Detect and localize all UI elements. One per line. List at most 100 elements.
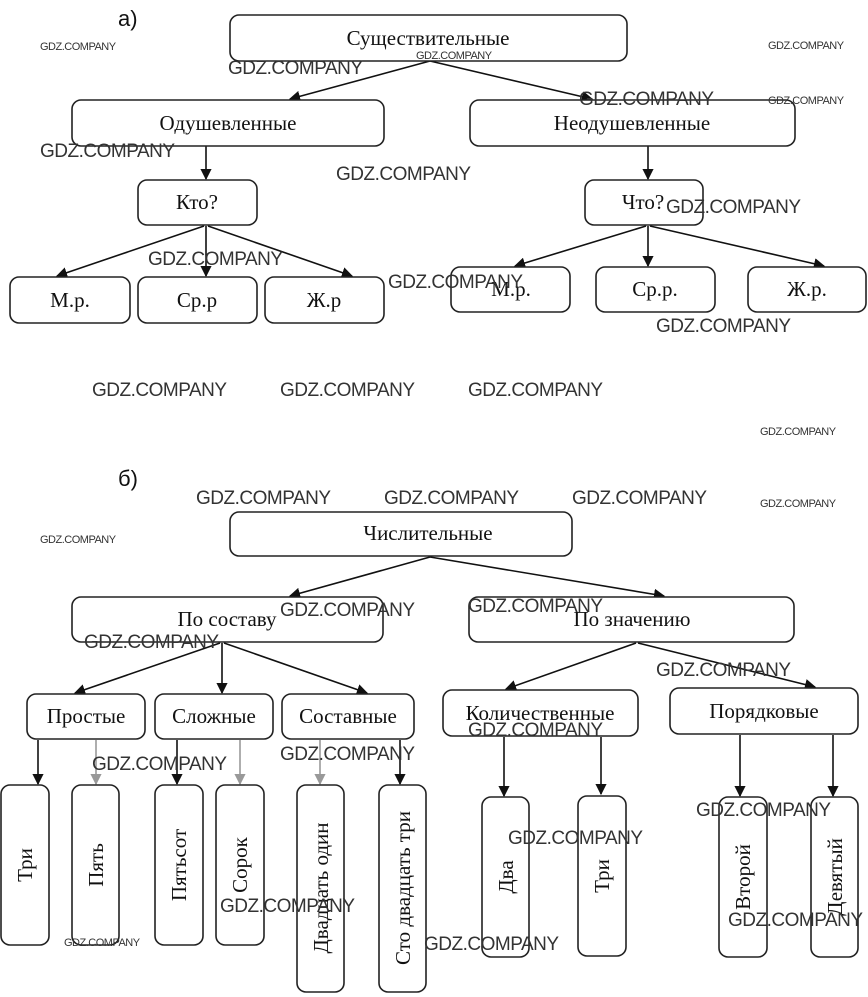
watermark: GDZ.COMPANY xyxy=(228,58,363,79)
node-what: Что? xyxy=(584,179,704,226)
watermark: GDZ.COMPANY xyxy=(148,249,283,270)
node-inanimate-label: Неодушевленные xyxy=(554,111,710,135)
node-complex: Сложные xyxy=(154,693,274,740)
watermark: GDZ.COMPANY xyxy=(280,380,415,401)
node-cardinal: Количественные xyxy=(442,689,639,737)
example-cardinal-1: Два xyxy=(481,796,530,958)
edge-numerals-to-composition xyxy=(288,556,431,599)
watermark: GDZ.COMPANY xyxy=(728,910,863,931)
edge-who-to-fem xyxy=(207,225,354,278)
node-numerals-label: Числительные xyxy=(363,521,492,545)
watermark: GDZ.COMPANY xyxy=(696,800,831,821)
node-compound: Составные xyxy=(281,693,415,740)
edge-composition-to-simple xyxy=(73,642,221,696)
section-b-label: б) xyxy=(118,466,138,491)
section-a-edges xyxy=(55,60,826,279)
watermark: GDZ.COMPANY xyxy=(280,744,415,765)
watermark: GDZ.COMPANY xyxy=(388,272,523,293)
watermark: GDZ.COMPANY xyxy=(468,596,603,617)
node-complex-label: Сложные xyxy=(172,704,256,728)
watermark: GDZ.COMPANY xyxy=(84,632,219,653)
edge-who-to-masc xyxy=(55,225,205,279)
example-cardinal-2-label: Три xyxy=(590,859,614,893)
node-inanimate: Неодушевленные xyxy=(469,99,796,147)
node-animate-neuter-label: Ср.р xyxy=(177,288,217,312)
watermark: GDZ.COMPANY xyxy=(336,164,471,185)
example-compound-2-label: Сто двадцать три xyxy=(391,811,415,965)
example-simple-1: Три xyxy=(0,784,50,946)
node-animate: Одушевленные xyxy=(71,99,385,147)
example-complex-2-label: Сорок xyxy=(228,836,252,893)
example-compound-1-label: Двадцать один xyxy=(309,822,333,953)
node-inanimate-feminine: Ж.р. xyxy=(747,266,867,313)
watermark: GDZ.COMPANY xyxy=(220,896,355,917)
watermark: GDZ.COMPANY xyxy=(572,488,707,509)
example-simple-1-label: Три xyxy=(13,848,37,882)
example-complex-2: Сорок xyxy=(215,784,265,946)
node-what-label: Что? xyxy=(622,190,664,214)
example-complex-1: Пятьсот xyxy=(154,784,204,946)
watermark: GDZ.COMPANY xyxy=(196,488,331,509)
watermark: GDZ.COMPANY xyxy=(384,488,519,509)
node-inanimate-neuter: Ср.р. xyxy=(595,266,716,313)
edge-meaning-to-ordinal xyxy=(637,642,817,691)
watermark: GDZ.COMPANY xyxy=(40,141,175,162)
watermark: GDZ.COMPANY xyxy=(280,600,415,621)
node-who-label: Кто? xyxy=(176,190,218,214)
watermark: GDZ.COMPANY xyxy=(40,534,117,546)
node-by-composition: По составу xyxy=(71,596,384,643)
node-animate-masculine: М.р. xyxy=(9,276,131,324)
node-inanimate-masculine: М.р. xyxy=(450,266,571,313)
section-b: б) Числительные xyxy=(0,466,859,993)
edge-what-to-fem xyxy=(649,225,826,270)
node-nouns-label: Существительные xyxy=(347,26,510,50)
example-compound-1: Двадцать один xyxy=(296,784,345,993)
node-inanimate-neuter-label: Ср.р. xyxy=(632,277,678,301)
edge-numerals-to-meaning xyxy=(429,556,666,600)
watermark: GDZ.COMPANY xyxy=(760,498,837,510)
node-ordinal-label: Порядковые xyxy=(709,699,819,723)
section-b-edges xyxy=(32,556,839,798)
node-cardinal-label: Количественные xyxy=(466,701,615,725)
watermark: GDZ.COMPANY xyxy=(768,40,845,52)
watermark: GDZ.COMPANY xyxy=(468,720,603,741)
watermark: GDZ.COMPANY xyxy=(508,828,643,849)
section-a-label: а) xyxy=(118,6,138,31)
watermark: GDZ.COMPANY xyxy=(656,316,791,337)
watermark: GDZ.COMPANY xyxy=(468,380,603,401)
node-simple: Простые xyxy=(26,693,146,740)
watermark: GDZ.COMPANY xyxy=(424,934,559,955)
watermark: GDZ.COMPANY xyxy=(579,89,714,110)
node-who: Кто? xyxy=(137,179,258,226)
node-by-meaning: По значению xyxy=(468,596,795,643)
node-animate-feminine-label: Ж.р xyxy=(307,288,342,312)
node-simple-label: Простые xyxy=(47,704,126,728)
node-ordinal: Порядковые xyxy=(669,687,859,735)
node-numerals: Числительные xyxy=(229,511,573,557)
section-a: а) Существительные Одушевленные Неодушев… xyxy=(9,6,867,324)
watermark: GDZ.COMPANY xyxy=(760,426,837,438)
watermark: GDZ.COMPANY xyxy=(64,937,141,949)
watermark: GDZ.COMPANY xyxy=(40,41,117,53)
node-animate-feminine: Ж.р xyxy=(264,276,385,324)
node-compound-label: Составные xyxy=(299,704,397,728)
edge-composition-to-compound xyxy=(223,642,369,695)
edge-what-to-masc xyxy=(513,225,647,269)
example-ordinal-1: Второй xyxy=(718,796,768,958)
watermark: GDZ.COMPANY xyxy=(656,660,791,681)
node-animate-neuter: Ср.р xyxy=(137,276,258,324)
edge-root-to-animate xyxy=(288,60,431,102)
edge-root-to-inanimate xyxy=(429,60,594,103)
node-inanimate-feminine-label: Ж.р. xyxy=(787,277,827,301)
example-ordinal-2-label: Девятый xyxy=(823,838,847,916)
watermarks: GDZ.COMPANY GDZ.COMPANY GDZ.COMPANY GDZ.… xyxy=(40,40,864,955)
example-cardinal-1-label: Два xyxy=(494,860,518,894)
watermark: GDZ.COMPANY xyxy=(666,197,801,218)
example-complex-1-label: Пятьсот xyxy=(167,829,191,901)
node-animate-masculine-label: М.р. xyxy=(50,288,90,312)
node-by-composition-label: По составу xyxy=(177,607,277,631)
example-compound-2: Сто двадцать три xyxy=(378,784,427,993)
example-cardinal-2: Три xyxy=(577,795,627,957)
watermark: GDZ.COMPANY xyxy=(768,95,845,107)
